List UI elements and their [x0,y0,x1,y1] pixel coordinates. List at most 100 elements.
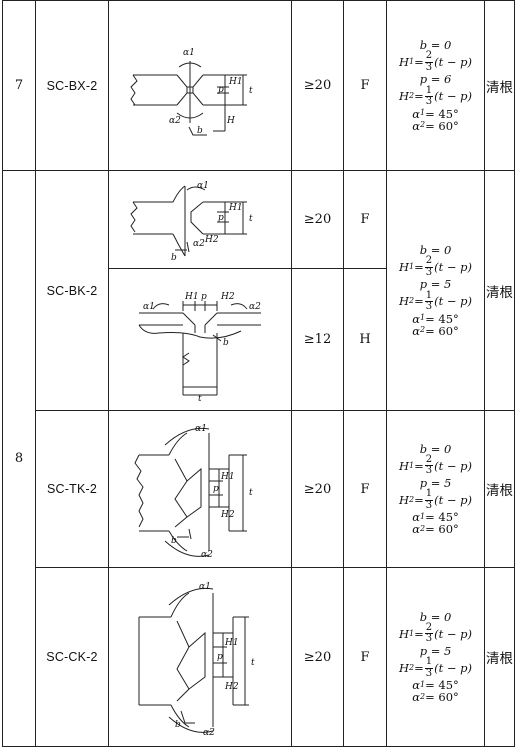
thickness-dimension [237,201,247,234]
param-a1-sub: 1 [420,679,426,689]
param-a2-rest: = 60° [425,522,459,537]
label-h2: H2 [220,510,235,520]
angle-arc-top [168,587,214,606]
thickness-value: ≥20 [291,410,344,568]
table-row: SC-TK-2 α1 α2 p H1 H2 t b [3,410,515,568]
param-h1-rest: (t − p) [434,626,473,641]
param-h1-sub: 1 [409,262,415,272]
position-value: H [343,268,387,411]
param-h1-rest: (t − p) [434,260,473,275]
label-b: b [175,720,181,730]
label-t: t [251,658,255,668]
note: 清根 [484,567,515,747]
t-plate [172,185,186,256]
label-a2: α2 [249,302,261,312]
frac-den: 3 [425,266,433,278]
param-h2-eq: = [414,660,424,675]
gap-leader [188,126,207,135]
corner-plate [170,592,190,728]
param-h1-symbol: H [398,55,409,70]
dimension-lines [217,74,235,105]
param-h2-symbol: H [398,492,409,507]
param-h1-rest: (t − p) [434,458,473,473]
label-t: t [249,488,253,498]
param-a1-symbol: α [412,510,420,524]
double-v-groove [176,74,204,105]
joint-figure-cell: α1 α2 p H1 H2 t b [108,170,292,269]
position-value: F [343,170,387,269]
param-h1-symbol: H [398,458,409,473]
param-a2-sub: 2 [420,691,426,701]
frac-num: 2 [424,255,434,268]
label-a1: α1 [183,48,195,58]
k-groove [190,201,204,234]
param-a2-symbol: α [412,118,420,133]
param-b: b = 0 [419,441,452,456]
frac-den: 3 [425,667,433,679]
param-h1-sub: 1 [409,57,415,67]
param-p: p = 5 [419,277,452,292]
param-a1-symbol: α [412,106,420,121]
break-line [134,454,144,528]
param-a1-rest: = 45° [425,678,459,692]
param-p: p = 5 [419,643,452,658]
param-b: b = 0 [419,609,452,624]
k-groove-top [182,312,218,325]
param-h1-rest: (t − p) [434,55,473,70]
param-h2-symbol: H [398,294,409,309]
param-h1-eq: = [414,626,424,641]
label-h1: H1 [220,472,235,482]
param-h1-eq: = [414,55,424,70]
joint-code: SC-BK-2 [35,170,109,411]
angle-arc-bottom [164,540,210,557]
param-a2-rest: = 60° [425,690,459,705]
param-h2-rest: (t − p) [434,660,473,675]
thickness-value: ≥20 [291,0,344,171]
param-a1-sub: 1 [420,511,426,521]
flange-outline [139,312,261,325]
label-h2: H2 [224,682,239,692]
sc-bk-2-figure-h: H1 p H2 α1 α2 b t [138,292,261,404]
param-h2-sub: 2 [409,91,415,101]
label-h1: H1 [224,638,239,648]
label-a1: α1 [199,582,211,592]
param-a1-sub: 1 [420,108,426,118]
label-a1: α1 [143,302,155,312]
frac-den: 3 [425,499,433,511]
k-groove-right [186,467,202,518]
param-a2-rest: = 60° [425,118,459,133]
frac-num: 1 [424,656,434,669]
table-row: SC-CK-2 α1 α2 p H1 H2 t b [3,567,515,747]
frac-num: 2 [424,50,434,63]
thickness-dimension [228,454,247,532]
label-h1: H1 [228,203,243,213]
row-number: 8 [2,170,36,747]
param-h1-sub: 1 [409,628,415,638]
position-value: F [343,0,387,171]
plate-outline [133,201,237,234]
param-h2-rest: (t − p) [434,89,473,104]
joint-code: SC-CK-2 [35,567,109,747]
label-p: p [201,292,207,302]
label-a1: α1 [197,181,209,191]
web-plate [182,332,218,395]
param-h2-sub: 2 [409,662,415,672]
